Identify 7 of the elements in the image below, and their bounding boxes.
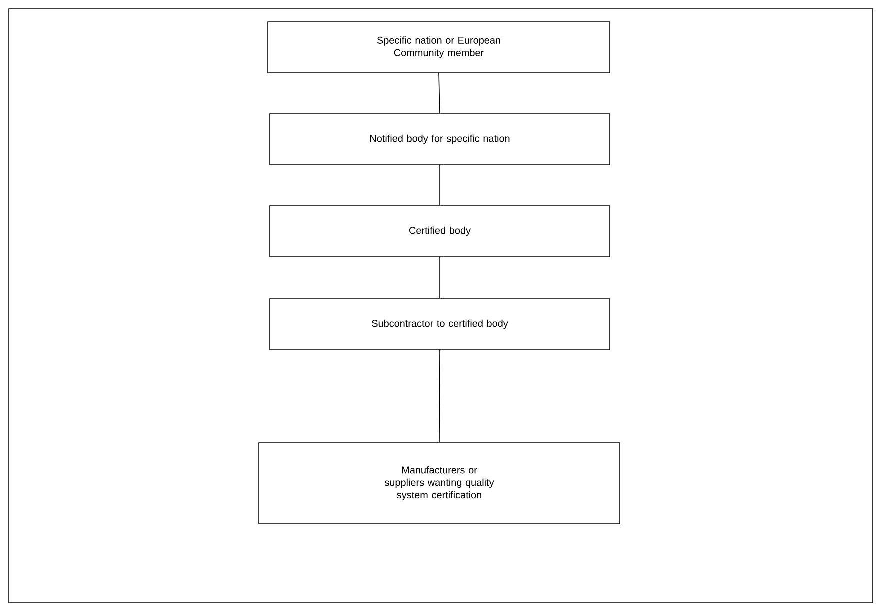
- process-box: Specific nation or European Community member: [268, 22, 610, 74]
- process-box: Manufacturers or suppliers wanting quality system certification: [258, 442, 620, 524]
- process-box: Certified body: [270, 206, 610, 258]
- connector-line: [439, 350, 440, 443]
- connector-line: [438, 73, 440, 114]
- process-box: Notified body for specific nation: [270, 114, 610, 166]
- process-box: Subcontractor to certified body: [270, 298, 610, 350]
